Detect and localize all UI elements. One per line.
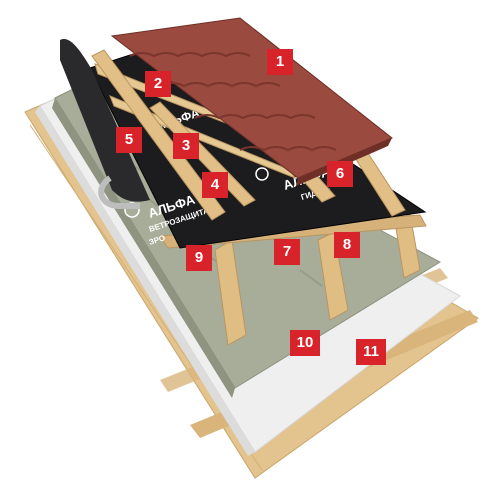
batten	[109, 95, 297, 180]
membrane-roll	[60, 39, 150, 202]
marker-7: 7	[274, 239, 300, 265]
marker-2: 2	[145, 71, 171, 97]
marker-9: 9	[186, 245, 212, 271]
marker-6: 6	[327, 161, 353, 187]
marker-4: 4	[202, 172, 228, 198]
marker-8: 8	[334, 232, 360, 258]
marker-11: 11	[356, 339, 386, 365]
marker-3: 3	[173, 133, 199, 159]
marker-5: 5	[116, 127, 142, 153]
marker-10: 10	[290, 330, 320, 356]
counter-batten	[91, 49, 226, 221]
membrane-logo-icon	[255, 167, 269, 181]
marker-1: 1	[267, 49, 293, 75]
